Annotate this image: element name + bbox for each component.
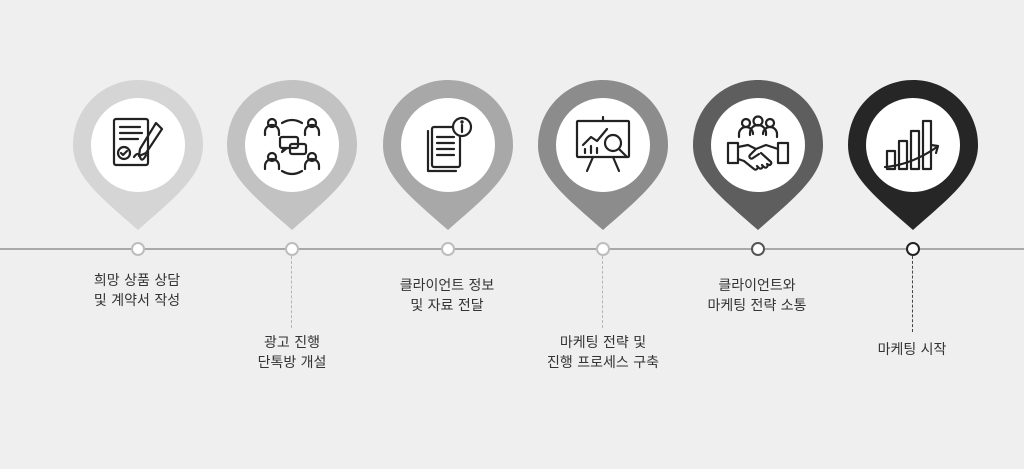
timeline-line [0,248,1024,250]
step-1-line-2: 및 계약서 작성 [93,293,181,309]
step-1-line-1: 희망 상품 상담 [93,273,181,289]
timeline-dot-5 [751,242,765,256]
contract-signing-icon [99,106,177,184]
pin-step-6 [848,80,978,230]
step-5-line-1: 클라이언트와 [718,278,796,294]
step-5-line-2: 마케팅 전략 소통 [707,298,807,314]
pin-step-5 [693,80,823,230]
timeline-dot-4 [596,242,610,256]
timeline-dot-1 [131,242,145,256]
step-1-label: 희망 상품 상담 및 계약서 작성 [47,271,227,311]
step-3-line-1: 클라이언트 정보 [399,278,495,294]
pin-step-3 [383,80,513,230]
pin-step-2 [227,80,357,230]
step-6-label: 마케팅 시작 [822,340,1002,360]
connector-step-6 [912,256,913,332]
step-6-line-1: 마케팅 시작 [877,342,947,358]
growth-chart-icon [874,106,952,184]
pin-step-4 [538,80,668,230]
step-4-label: 마케팅 전략 및 진행 프로세스 구축 [513,333,693,373]
group-chat-icon [253,106,331,184]
timeline-dot-2 [285,242,299,256]
step-2-line-1: 광고 진행 [264,335,320,351]
step-2-label: 광고 진행 단톡방 개설 [202,333,382,373]
step-3-line-2: 및 자료 전달 [410,298,484,314]
handshake-team-icon [719,106,797,184]
timeline-dot-3 [441,242,455,256]
connector-step-2 [291,256,292,328]
connector-step-4 [602,256,603,328]
timeline-dot-6 [906,242,920,256]
presentation-analytics-icon [564,106,642,184]
step-4-line-2: 진행 프로세스 구축 [547,355,659,371]
pin-step-1 [73,80,203,230]
step-4-line-1: 마케팅 전략 및 [559,335,647,351]
document-info-icon [409,106,487,184]
step-5-label: 클라이언트와 마케팅 전략 소통 [667,276,847,316]
step-2-line-2: 단톡방 개설 [257,355,327,371]
step-3-label: 클라이언트 정보 및 자료 전달 [357,276,537,316]
